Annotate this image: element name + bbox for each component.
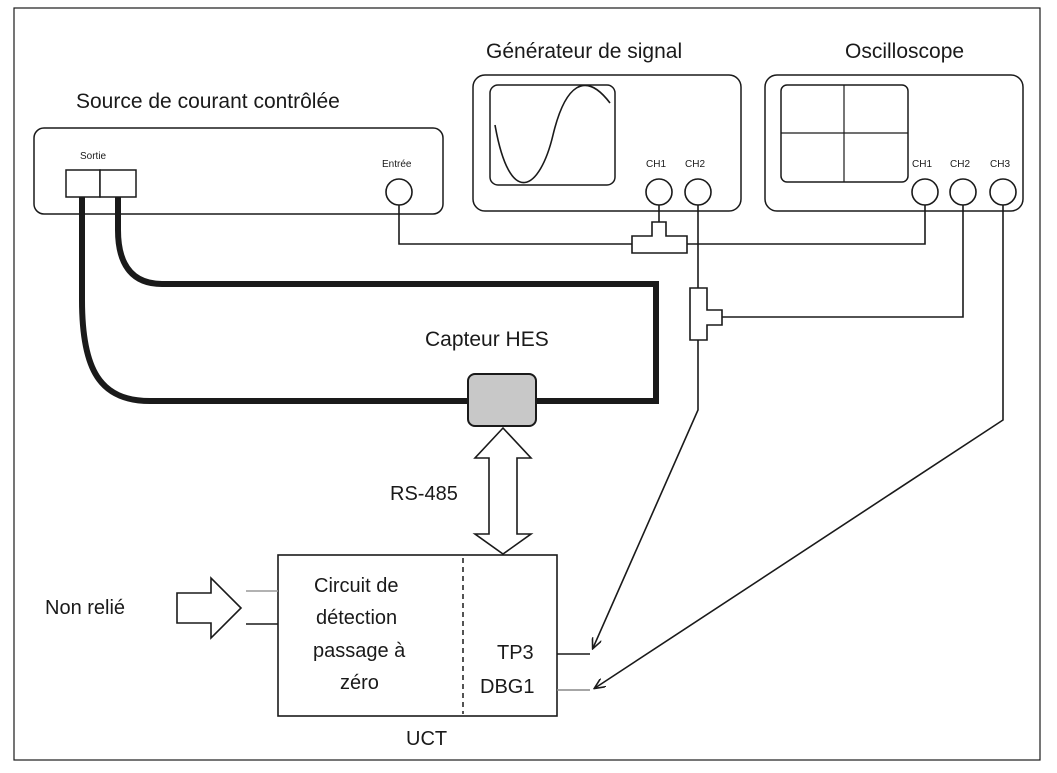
sine-wave xyxy=(494,84,611,184)
source-output-label: Sortie xyxy=(80,151,107,162)
output-terminal-left xyxy=(65,169,101,198)
uct-label: UCT xyxy=(406,728,448,750)
ch1-signal-wire xyxy=(398,205,926,245)
oscilloscope-title: Oscilloscope xyxy=(845,40,965,63)
signal-generator-screen xyxy=(489,84,616,186)
dbg1-label: DBG1 xyxy=(480,676,535,698)
rs485-double-arrow xyxy=(472,426,534,555)
ch3-to-dbg1-wire xyxy=(595,205,1004,688)
scope-ch2-connector xyxy=(949,178,977,206)
not-connected-arrow xyxy=(176,576,243,640)
rs485-label: RS-485 xyxy=(390,483,458,505)
source-input-connector xyxy=(385,178,413,206)
scope-ch1-connector xyxy=(911,178,939,206)
scope-ch3-connector xyxy=(989,178,1017,206)
scope-ch2-wire xyxy=(722,205,964,318)
generator-ch1-connector xyxy=(645,178,673,206)
tp3-label: TP3 xyxy=(497,642,534,664)
scope-ch1-label: CH1 xyxy=(912,159,933,170)
current-source-box xyxy=(33,127,444,215)
thick-cable-inner xyxy=(115,197,659,404)
source-input-label: Entrée xyxy=(382,159,412,170)
thick-cable-outer xyxy=(79,197,470,404)
generator-ch1-label: CH1 xyxy=(646,159,667,170)
signal-generator-title: Générateur de signal xyxy=(486,40,683,63)
circuit-line-3: passage à xyxy=(313,640,406,662)
t-connector-ch2 xyxy=(689,287,723,341)
generator-ch2-label: CH2 xyxy=(685,159,706,170)
ch2-to-tp3-wire xyxy=(593,340,699,648)
current-source-title: Source de courant contrôlée xyxy=(76,90,340,113)
circuit-line-4: zéro xyxy=(340,672,379,694)
scope-ch2-label: CH2 xyxy=(950,159,971,170)
circuit-line-2: détection xyxy=(316,607,398,629)
oscilloscope-box xyxy=(764,74,1024,212)
outer-frame xyxy=(13,7,1041,761)
output-terminal-right xyxy=(99,169,137,198)
t-connector-ch1 xyxy=(631,221,688,254)
generator-ch2-connector xyxy=(684,178,712,206)
signal-generator-box xyxy=(472,74,742,212)
hes-sensor xyxy=(467,373,537,427)
sensor-label: Capteur HES xyxy=(425,328,549,351)
circuit-line-1: Circuit de xyxy=(314,575,399,597)
not-connected-label: Non relié xyxy=(45,597,126,619)
scope-ch3-label: CH3 xyxy=(990,159,1011,170)
uct-box xyxy=(277,554,558,717)
